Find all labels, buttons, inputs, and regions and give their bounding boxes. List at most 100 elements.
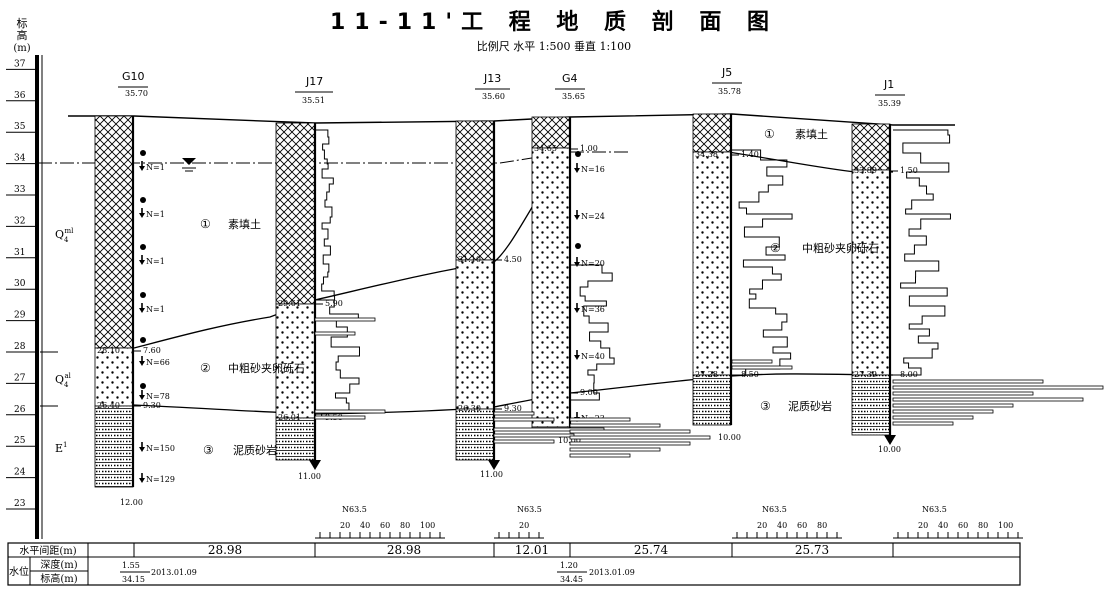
borehole-elevation: 35.39 (878, 99, 901, 108)
spt-bar (892, 385, 1104, 390)
spt-bar (493, 411, 535, 416)
elevation-tick: 28 (14, 342, 26, 352)
layer-bottom-depth: 4.50 (504, 255, 522, 264)
spt-bar (569, 435, 711, 440)
spt-value: N=1 (146, 210, 165, 219)
scale-title: N63.5 (922, 505, 947, 514)
spt-bar (892, 409, 994, 414)
borehole-layer (692, 374, 732, 426)
spt-bar (569, 417, 631, 422)
sample-dot (140, 244, 146, 250)
boundary-fill-sand (133, 151, 571, 349)
spt-bar (569, 447, 661, 452)
borehole-layer (531, 147, 571, 428)
scale-tick-label: 60 (797, 521, 807, 530)
elevation-tick: 34 (14, 154, 26, 164)
spacing-value: 28.98 (387, 543, 421, 557)
spt-bar (892, 415, 974, 420)
boundary-fill-sand-east (727, 151, 893, 173)
spt-value: N=36 (581, 305, 605, 314)
spt-value: N=24 (581, 212, 605, 221)
stratum-code: Q4al (55, 372, 72, 389)
borehole-layer (455, 408, 495, 461)
borehole-depth: 11.00 (298, 472, 321, 481)
sample-dot (140, 150, 146, 156)
sample-dot (140, 337, 146, 343)
stratum-name: 中粗砂夹卵砾石 (802, 242, 879, 255)
water-date: 2013.01.09 (589, 568, 635, 577)
spt-bar (493, 427, 605, 432)
spt-value: N=1 (146, 163, 165, 172)
layer-bottom-elevation: 26.40 (97, 401, 120, 410)
scale-title: N63.5 (517, 505, 542, 514)
axis-label-char: 高 (17, 28, 28, 42)
borehole-layer (94, 405, 134, 488)
borehole-layer (851, 374, 891, 436)
spt-bar (314, 415, 366, 420)
sample-dot (575, 151, 581, 157)
borehole-layer (94, 347, 134, 407)
borehole-depth: 10.00 (878, 445, 901, 454)
scale-tick-label: 20 (340, 521, 350, 530)
sample-dot (140, 292, 146, 298)
layer-bottom-depth: 9.00 (580, 388, 598, 397)
layer-bottom-elevation: 27.39 (854, 370, 877, 379)
borehole-elevation: 35.65 (562, 92, 585, 101)
layer-bottom-depth: 8.50 (741, 370, 759, 379)
spacing-value: 25.73 (795, 543, 829, 557)
drawing-title: 11-11'工 程 地 质 剖 面 图 (329, 10, 779, 35)
water-depth-value: 1.20 (560, 561, 578, 570)
spacing-value: 28.98 (208, 543, 242, 557)
layer-bottom-elevation: 34.65 (534, 144, 557, 153)
stratum-name: 中粗砂夹卵砾石 (228, 362, 305, 375)
spt-value: N=150 (146, 444, 175, 453)
spt-value: N=20 (581, 259, 605, 268)
spt-bar (892, 391, 1034, 396)
borehole-depth: 12.00 (120, 498, 143, 507)
layer-bottom-depth: 9.30 (504, 404, 522, 413)
spt-profiles (314, 129, 1104, 458)
spt-curve (315, 299, 360, 419)
sample-dot (140, 383, 146, 389)
stratum-name: 泥质砂岩 (233, 443, 277, 457)
scale-tick-label: 60 (380, 521, 390, 530)
scale-tick-label: 20 (757, 521, 767, 530)
layer-bottom-depth: 7.60 (143, 346, 161, 355)
borehole-layer (692, 113, 732, 153)
stratum-circle: ② (770, 241, 781, 255)
spt-curve (315, 129, 336, 301)
borehole-depth: 10.00 (718, 433, 741, 442)
borehole-elevation: 35.70 (125, 89, 148, 98)
elevation-tick: 29 (14, 311, 26, 321)
spt-value: N=66 (146, 358, 170, 367)
scale-tick-label: 100 (420, 521, 435, 530)
spt-bar (493, 439, 555, 444)
borehole-id: J5 (721, 66, 732, 79)
stratum-circle: ③ (203, 443, 214, 457)
water-level-symbol (182, 158, 196, 172)
layer-bottom-depth: 1.00 (580, 144, 598, 153)
elevation-tick: 33 (14, 185, 26, 195)
scale-tick-label: 100 (998, 521, 1013, 530)
layer-bottom-elevation: 26.30 (458, 404, 481, 413)
borehole-id: J13 (483, 72, 501, 85)
scale-tick-label: 40 (360, 521, 370, 530)
axis-label-char: (m) (13, 43, 30, 54)
borehole-layer (455, 259, 495, 410)
hole-bottom-arrow (488, 460, 500, 470)
water-elev-value: 34.45 (560, 575, 583, 584)
sample-dot (575, 243, 581, 249)
spt-bar (731, 359, 773, 364)
spt-bar (569, 423, 661, 428)
borehole-elevation: 35.78 (718, 87, 741, 96)
layer-bottom-elevation: 28.10 (97, 346, 120, 355)
stratum-circle: ① (764, 127, 775, 141)
elevation-tick: 30 (14, 279, 26, 289)
elevation-tick: 27 (14, 373, 26, 383)
spt-bar (892, 403, 1014, 408)
